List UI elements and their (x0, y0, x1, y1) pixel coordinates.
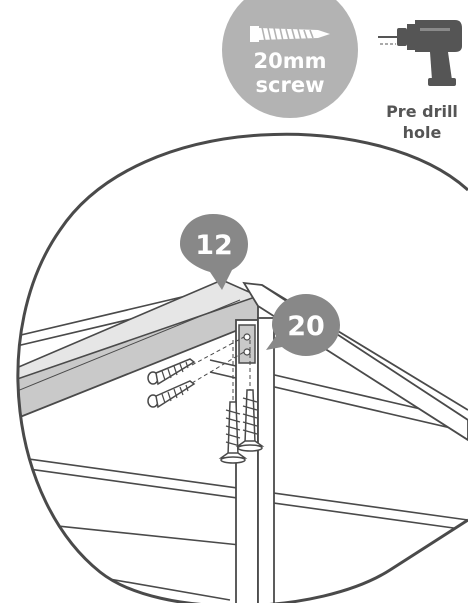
screw-size-label: 20mm (254, 49, 327, 73)
drill-icon (378, 20, 462, 86)
callout-12-number: 12 (195, 230, 233, 261)
drill-note: Pre drill hole (378, 20, 462, 142)
screw-vertical-1 (218, 401, 248, 464)
screw-guide-lines (191, 336, 251, 402)
detail-drawing (17, 279, 468, 603)
magnified-detail (16, 132, 468, 603)
screw-vertical-2 (235, 389, 265, 452)
screw-type-label: screw (256, 73, 325, 97)
roof-beam-12 (17, 279, 261, 427)
callout-12: 12 (180, 214, 248, 290)
callout-20: 20 (266, 294, 340, 356)
screw-horizontal-1 (147, 358, 196, 386)
drill-note-line1: Pre drill (386, 102, 458, 121)
magnifier-outline (16, 132, 468, 603)
screw-horizontal-2 (147, 380, 196, 409)
rafter-right (242, 281, 468, 442)
callout-20-number: 20 (287, 311, 325, 342)
metal-bracket-20 (238, 324, 256, 364)
screw-icon (250, 26, 330, 42)
screw-badge: 20mm screw (222, 0, 358, 118)
drill-note-line2: hole (403, 123, 442, 142)
